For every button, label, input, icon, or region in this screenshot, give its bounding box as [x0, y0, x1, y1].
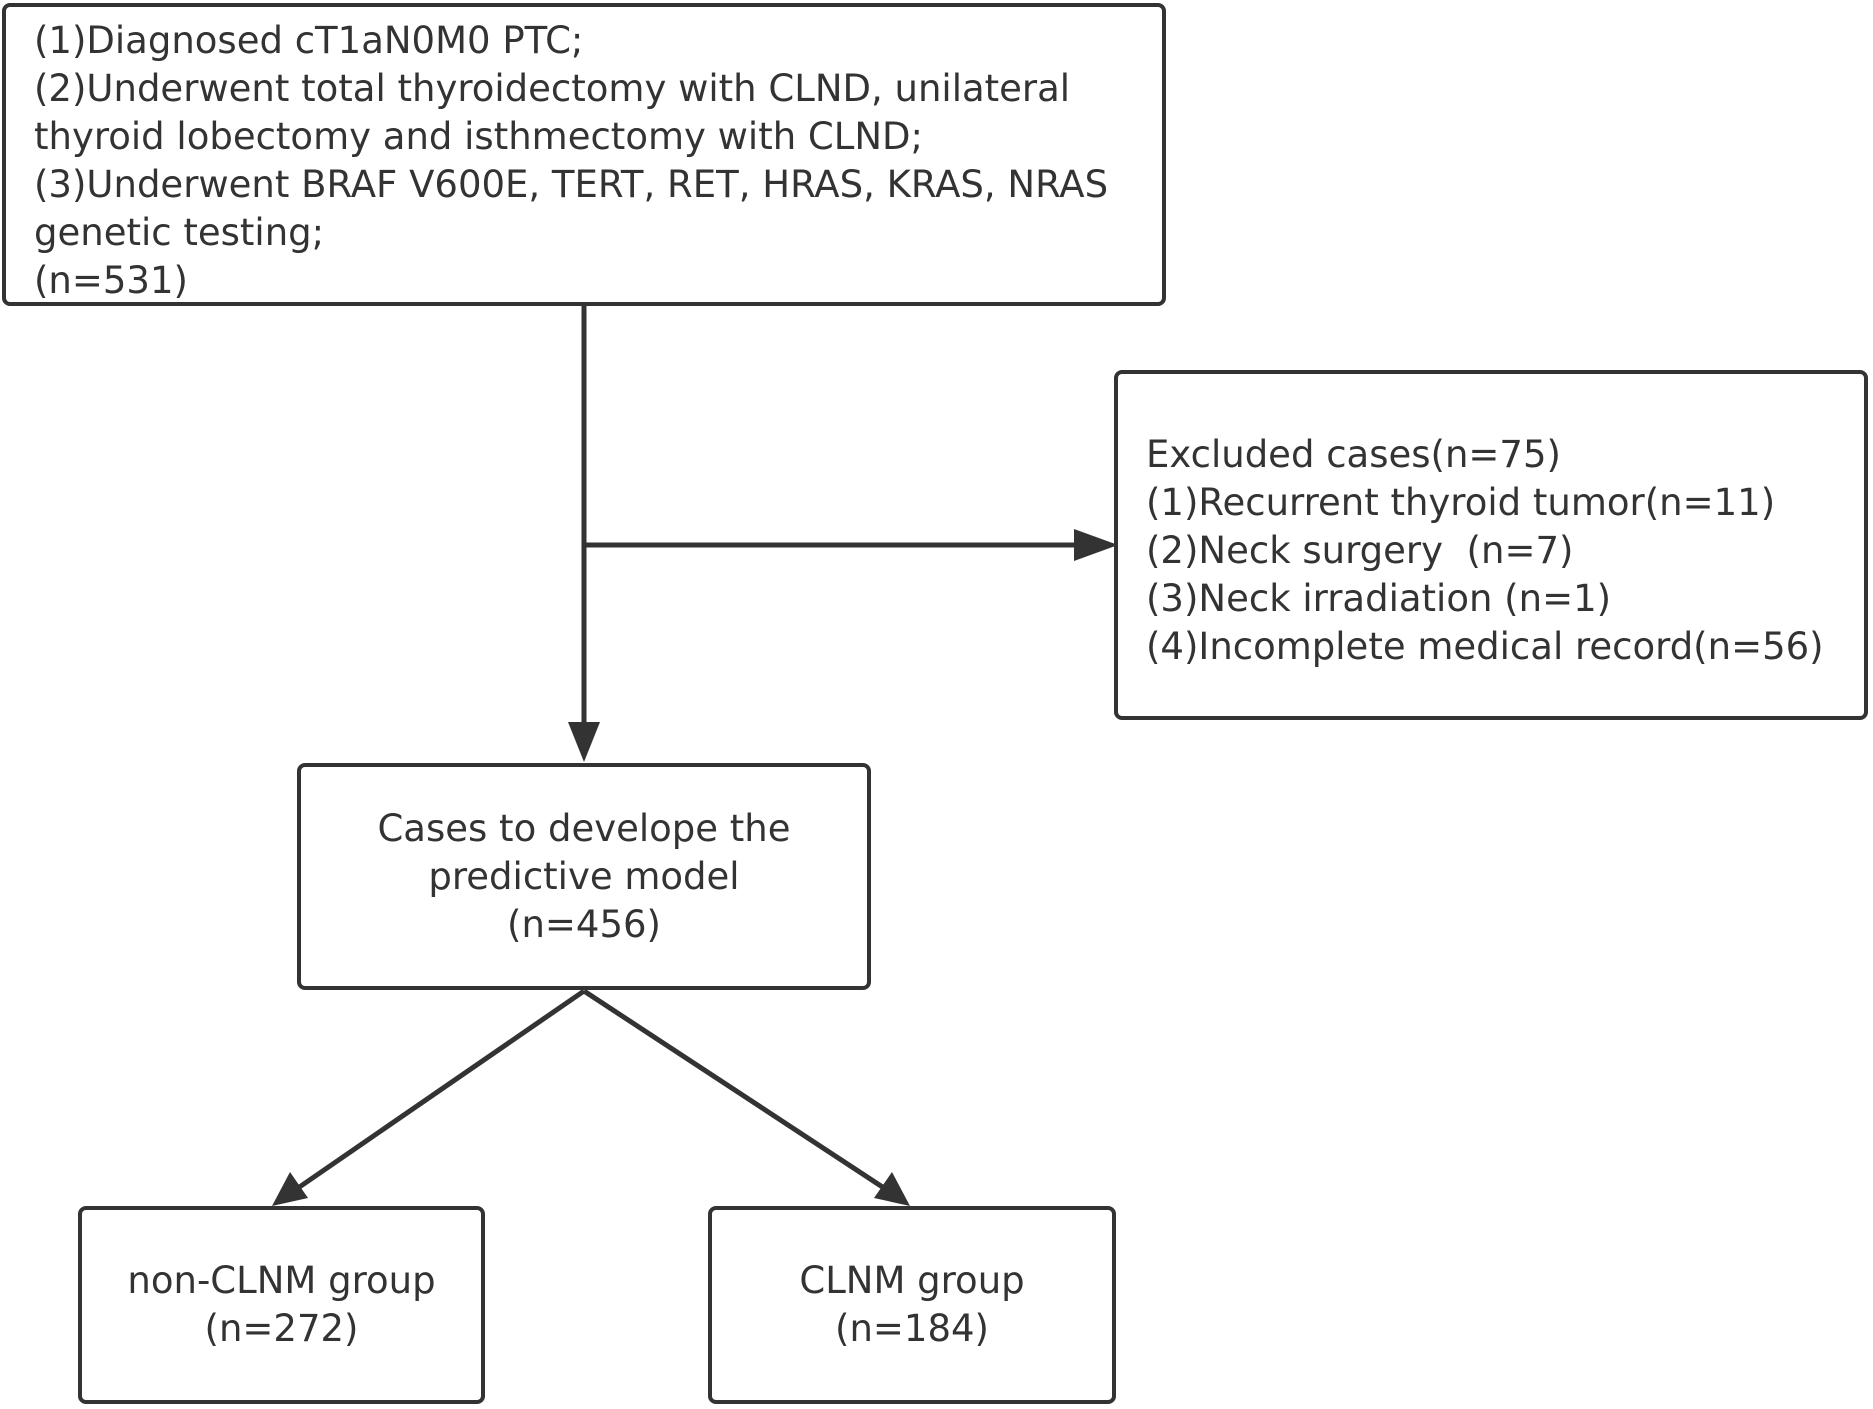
- model-line-1: Cases to develope the: [377, 806, 791, 850]
- exclusion-title: Excluded cases(n=75): [1146, 433, 1561, 476]
- inclusion-line-3: thyroid lobectomy and isthmectomy with C…: [34, 115, 923, 158]
- exclusion-box: Excluded cases(n=75) (1)Recurrent thyroi…: [1114, 370, 1868, 720]
- non-clnm-branch-line: [296, 988, 586, 1191]
- clnm-branch-line: [582, 988, 886, 1191]
- clnm-group-box: CLNM group (n=184): [708, 1206, 1116, 1404]
- model-line-2: predictive model: [428, 854, 740, 898]
- non-clnm-title: non-CLNM group: [127, 1259, 436, 1302]
- inclusion-line-2: (2)Underwent total thyroidectomy with CL…: [34, 67, 1071, 110]
- exclusion-item-4: (4)Incomplete medical record(n=56): [1146, 625, 1824, 668]
- clnm-title: CLNM group: [799, 1259, 1025, 1302]
- exclusion-item-2: (2)Neck surgery (n=7): [1146, 529, 1574, 572]
- inclusion-line-6: (n=531): [34, 259, 188, 302]
- exclusion-arrowhead: [1074, 529, 1118, 561]
- exclusion-item-3: (3)Neck irradiation (n=1): [1146, 577, 1612, 620]
- clnm-arrowhead: [874, 1172, 910, 1206]
- inclusion-line-5: genetic testing;: [34, 211, 325, 254]
- main-flow-arrowhead: [568, 722, 600, 762]
- model-cases-box: Cases to develope the predictive model (…: [297, 763, 871, 990]
- model-line-3: (n=456): [507, 902, 661, 946]
- inclusion-line-1: (1)Diagnosed cT1aN0M0 PTC;: [34, 19, 584, 62]
- inclusion-line-4: (3)Underwent BRAF V600E, TERT, RET, HRAS…: [34, 163, 1109, 206]
- non-clnm-count: (n=272): [204, 1307, 359, 1350]
- inclusion-criteria-box: (1)Diagnosed cT1aN0M0 PTC; (2)Underwent …: [2, 3, 1166, 306]
- clnm-count: (n=184): [835, 1307, 989, 1350]
- exclusion-item-1: (1)Recurrent thyroid tumor(n=11): [1146, 481, 1776, 524]
- non-clnm-group-box: non-CLNM group (n=272): [78, 1206, 485, 1404]
- non-clnm-arrowhead: [272, 1172, 308, 1206]
